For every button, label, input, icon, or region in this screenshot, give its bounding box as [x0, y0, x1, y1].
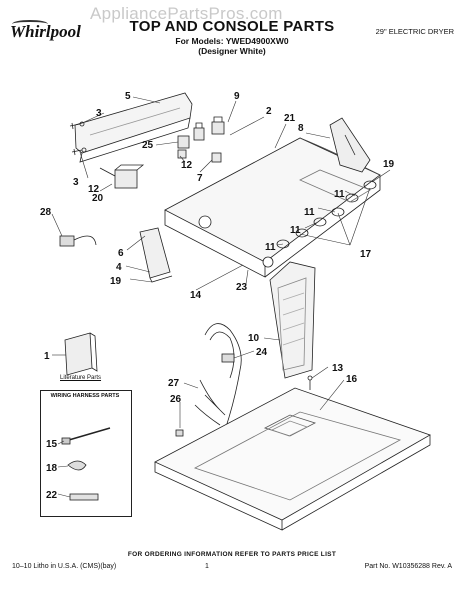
lint-screen: [269, 261, 316, 379]
callout-27: 27: [168, 378, 180, 389]
callout-3-top: 3: [96, 108, 102, 119]
screw-bottom: [71, 147, 87, 156]
timer: [99, 164, 145, 189]
callout-6: 6: [118, 248, 124, 259]
callout-5: 5: [125, 91, 131, 102]
ordering-note: FOR ORDERING INFORMATION REFER TO PARTS …: [127, 551, 337, 558]
callout-12-upper: 12: [181, 160, 193, 171]
callout-4: 4: [116, 262, 122, 273]
callout-22: 22: [46, 490, 58, 501]
callout-10: 10: [248, 333, 260, 344]
callout-11-b: 11: [304, 207, 315, 218]
wire-clip: [175, 429, 184, 437]
console-end-cap: [329, 117, 371, 173]
callout-24: 24: [256, 347, 268, 358]
wiring-harness-title: WIRING HARNESS PARTS: [50, 393, 120, 399]
callout-17: 17: [360, 249, 372, 260]
callout-23: 23: [236, 282, 248, 293]
literature-parts-label: Literature Parts: [60, 375, 102, 381]
top-panel: [154, 387, 431, 531]
watermark-text: AppliancePartsPros.com: [90, 4, 283, 23]
callout-21: 21: [284, 113, 296, 124]
callout-28: 28: [40, 207, 52, 218]
dryer-type: 29" ELECTRIC DRYER: [375, 27, 454, 36]
callout-11-c: 11: [290, 225, 301, 236]
litho-info: 10–10 Litho in U.S.A. (CMS)(bay): [12, 563, 117, 570]
callout-26: 26: [170, 394, 182, 405]
callout-8: 8: [298, 123, 304, 134]
wiring-part-clip: [67, 460, 87, 471]
color-line: (Designer White): [198, 46, 266, 56]
callout-1: 1: [44, 351, 50, 362]
switch-group: [177, 116, 225, 163]
model-line: For Models: YWED4900XW0: [175, 36, 289, 46]
callout-7: 7: [197, 173, 203, 184]
brand-logo: Whirlpool: [10, 22, 81, 41]
part-number: Part No. W10356288 Rev. A: [364, 563, 452, 570]
callout-13: 13: [332, 363, 344, 374]
callout-18: 18: [46, 463, 58, 474]
knob-row: [276, 169, 377, 249]
wiring-harness-box: [40, 390, 132, 517]
brand-swoosh-icon: [12, 20, 48, 28]
rear-console-panel: [74, 92, 193, 163]
main-wire-harness: [194, 323, 242, 431]
literature-booklet: [64, 332, 98, 376]
callout-14: 14: [190, 290, 202, 301]
console: [164, 137, 381, 278]
callout-2: 2: [266, 106, 272, 117]
callout-3-bottom: 3: [73, 177, 79, 188]
callout-15: 15: [46, 439, 58, 450]
page-title: TOP AND CONSOLE PARTS: [129, 18, 335, 35]
callout-11-d: 11: [265, 242, 276, 253]
callout-19-right: 19: [383, 159, 395, 170]
callout-11-a: 11: [334, 189, 345, 200]
callout-25: 25: [142, 140, 154, 151]
callout-20: 20: [92, 193, 104, 204]
callout-9: 9: [234, 91, 240, 102]
screw-top-panel: [307, 375, 313, 390]
leader-lines: [51, 96, 391, 498]
wiring-part-tie: [61, 427, 111, 445]
page-number: 1: [205, 563, 209, 570]
callout-12-lower: 12: [88, 184, 100, 195]
wire-harness-connector: [59, 235, 97, 247]
callout-19-left: 19: [110, 276, 122, 287]
callout-16: 16: [346, 374, 358, 385]
